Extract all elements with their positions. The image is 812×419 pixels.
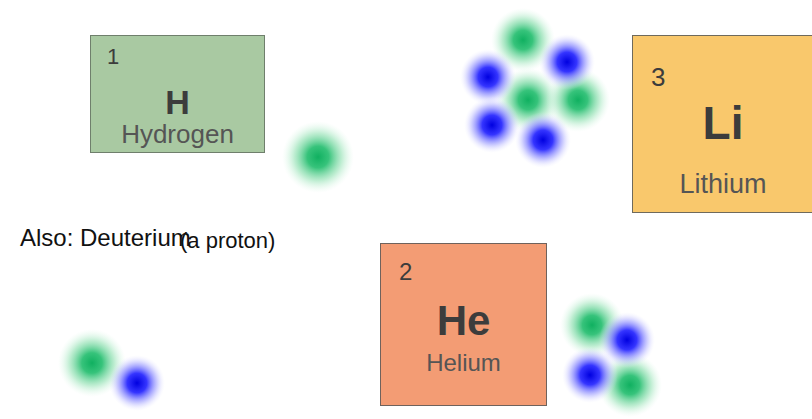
atomic-number: 2 [399,260,412,284]
lithium-nucleus [460,8,610,168]
neutron [515,112,571,168]
neutron [460,49,516,105]
element-tile: 3LiLithium [632,35,812,213]
element-symbol: H [165,85,190,119]
atomic-number: 1 [107,46,119,68]
neutron [539,34,595,90]
element-name: Lithium [679,171,766,198]
element-symbol: He [437,300,491,342]
note-label: (a proton) [180,230,275,252]
element-name: Hydrogen [121,121,234,147]
element-tile: 1HHydrogen [90,35,265,153]
neutron [109,355,165,411]
element-tile: 2HeHelium [380,243,547,406]
neutron [464,97,520,153]
note-label: Also: Deuterium [20,226,191,250]
atomic-number: 3 [651,64,665,90]
proton [282,121,354,193]
neutron [562,347,618,403]
helium-nucleus [560,293,662,417]
element-name: Helium [426,351,501,375]
element-symbol: Li [703,100,744,146]
deuterium-nucleus [58,329,165,411]
